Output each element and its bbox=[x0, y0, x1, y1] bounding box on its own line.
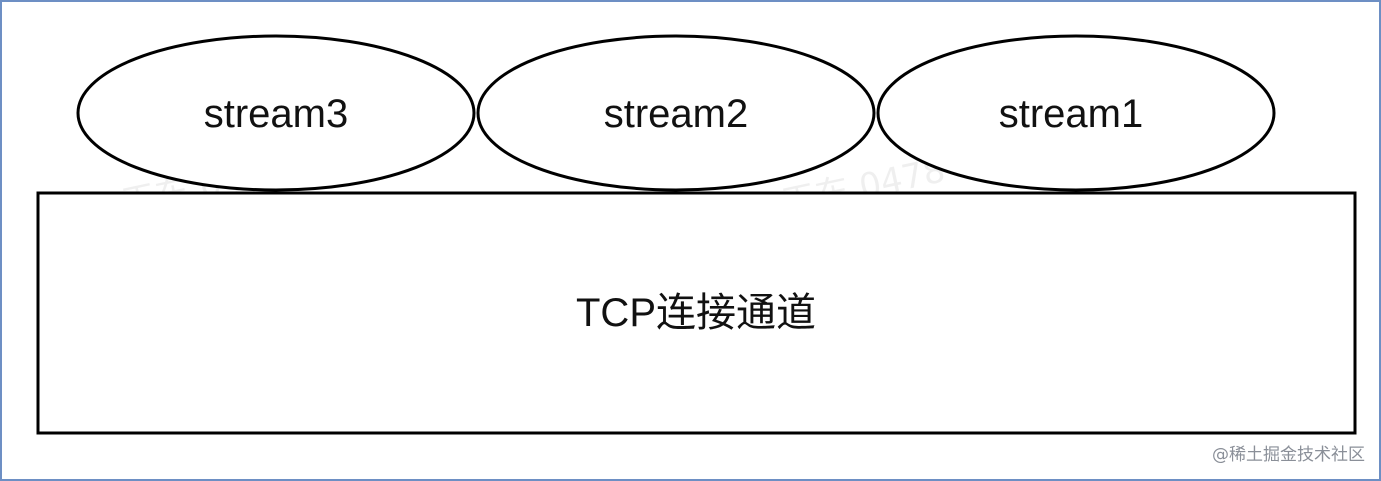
source-credit: @稀土掘金技术社区 bbox=[1212, 445, 1365, 465]
stream-ellipse-2 bbox=[476, 34, 876, 192]
tcp-channel-label: TCP连接通道 bbox=[576, 291, 816, 335]
stream-label-3: stream3 bbox=[204, 92, 349, 136]
stream-ellipse-3 bbox=[76, 34, 476, 192]
stream-label-1: stream1 bbox=[999, 92, 1144, 136]
stream-label-2: stream2 bbox=[604, 92, 749, 136]
stream-ellipse-1 bbox=[876, 34, 1276, 192]
tcp-channel-box bbox=[36, 191, 1357, 435]
